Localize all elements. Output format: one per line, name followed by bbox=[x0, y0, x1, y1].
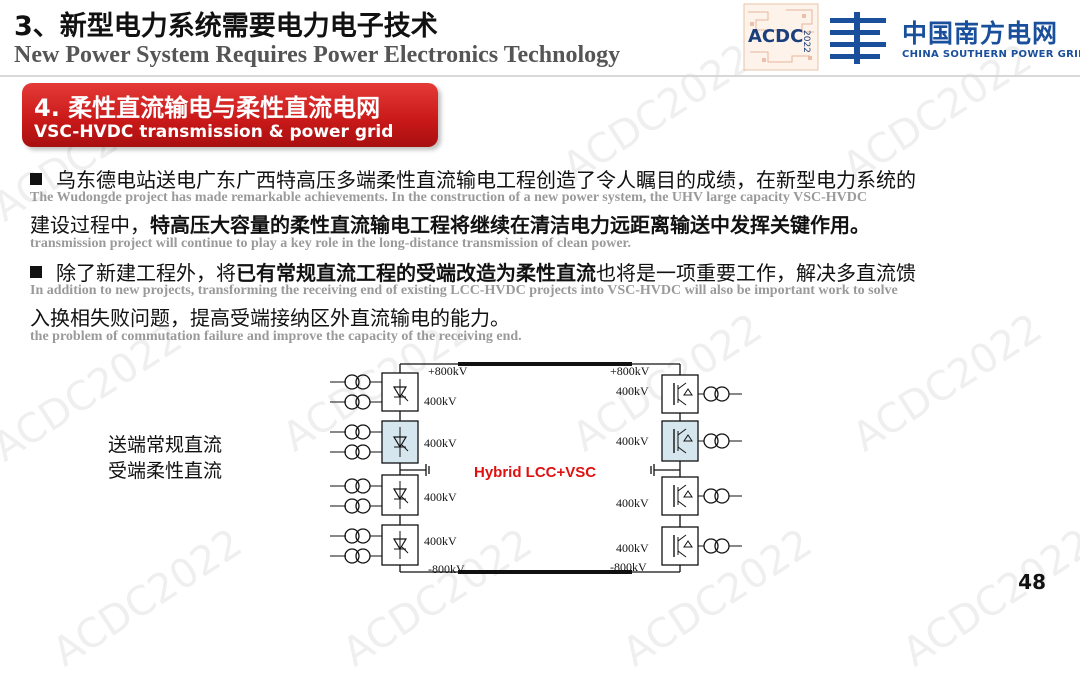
right-valve-voltage: 400kV bbox=[616, 434, 649, 448]
header-divider bbox=[0, 75, 1080, 77]
paragraph-text: 也将是一项重要工作，解决多直流馈 bbox=[596, 261, 916, 285]
section-banner bbox=[22, 83, 438, 147]
lcc-valve-3 bbox=[381, 474, 419, 516]
paragraph-text: 除了新建工程外，将 bbox=[56, 261, 236, 285]
paragraph-text: 建设过程中， bbox=[30, 213, 150, 237]
left-top-voltage: +800kV bbox=[428, 364, 468, 378]
diagram-caption: Hybrid LCC+VSC bbox=[474, 464, 596, 481]
left-transformer-row bbox=[330, 374, 382, 564]
right-valve-voltage: 400kV bbox=[616, 384, 649, 398]
company-name-en: CHINA SOUTHERN POWER GRID bbox=[902, 49, 1080, 60]
translation-line: The Wudongde project has made remarkable… bbox=[30, 190, 867, 205]
left-valve-voltage: 400kV bbox=[424, 534, 457, 548]
emphasis-text: 特高压大容量的柔性直流输电工程将继续在清洁电力远距离输送中发挥关键作用。 bbox=[150, 213, 870, 237]
vsc-valve-3 bbox=[661, 476, 699, 516]
badge-text: ACDC bbox=[748, 26, 804, 47]
bullet-paragraph-1: 乌东德电站送电广东广西特高压多端柔性直流输电工程创造了令人瞩目的成绩，在新型电力… bbox=[30, 164, 916, 193]
page-title: 3、新型电力系统需要电力电子技术 bbox=[14, 11, 438, 42]
paragraph-line: 建设过程中，特高压大容量的柔性直流输电工程将继续在清洁电力远距离输送中发挥关键作… bbox=[30, 209, 870, 238]
watermark: ACDC2022 bbox=[844, 305, 1051, 461]
watermark: ACDC2022 bbox=[894, 520, 1080, 676]
sending-end-label: 送端常规直流 bbox=[108, 434, 223, 456]
section-subtitle: VSC-HVDC transmission & power grid bbox=[34, 122, 394, 142]
bullet-square-icon bbox=[30, 173, 42, 185]
right-valve-voltage: 400kV bbox=[616, 541, 649, 555]
vsc-valve-2 bbox=[661, 420, 699, 462]
bullet-paragraph-2: 除了新建工程外，将已有常规直流工程的受端改造为柔性直流也将是一项重要工作，解决多… bbox=[30, 257, 916, 286]
page-number: 48 bbox=[1018, 570, 1046, 594]
lcc-valve-4 bbox=[381, 524, 419, 566]
conference-badge bbox=[742, 2, 820, 72]
receiving-end-label: 受端柔性直流 bbox=[108, 460, 223, 482]
left-valve-voltage: 400kV bbox=[424, 436, 457, 450]
vsc-valve-1 bbox=[661, 374, 699, 414]
right-transformer-row bbox=[698, 386, 742, 554]
company-logo bbox=[828, 10, 1076, 66]
right-bottom-voltage: -800kV bbox=[610, 560, 647, 574]
left-valve-voltage: 400kV bbox=[424, 394, 457, 408]
lcc-valve-1 bbox=[381, 372, 419, 412]
right-valve-voltage: 400kV bbox=[616, 496, 649, 510]
translation-line: the problem of commutation failure and i… bbox=[30, 329, 522, 344]
translation-line: transmission project will continue to pl… bbox=[30, 236, 631, 251]
right-top-voltage: +800kV bbox=[610, 364, 650, 378]
page-subtitle: New Power System Requires Power Electron… bbox=[14, 42, 621, 68]
lcc-valve-2 bbox=[381, 420, 419, 464]
emphasis-text: 已有常规直流工程的受端改造为柔性直流 bbox=[236, 261, 596, 285]
bullet-square-icon bbox=[30, 266, 42, 278]
hybrid-hvdc-diagram: +800kV -800kV +800kV -800kV 400kV 400kV … bbox=[330, 362, 742, 576]
company-name: 中国南方电网 bbox=[902, 19, 1059, 48]
translation-line: In addition to new projects, transformin… bbox=[30, 283, 898, 298]
paragraph-text: 乌东德电站送电广东广西特高压多端柔性直流输电工程创造了令人瞩目的成绩，在新型电力… bbox=[56, 168, 916, 192]
watermark: ACDC2022 bbox=[44, 520, 251, 676]
vsc-valve-4 bbox=[661, 526, 699, 566]
badge-year: 2022 bbox=[801, 30, 811, 53]
left-bottom-voltage: -800kV bbox=[428, 562, 465, 576]
paragraph-line: 入换相失败问题，提高受端接纳区外直流输电的能力。 bbox=[30, 306, 510, 330]
section-title: 4. 柔性直流输电与柔性直流电网 bbox=[34, 94, 381, 122]
left-valve-voltage: 400kV bbox=[424, 490, 457, 504]
